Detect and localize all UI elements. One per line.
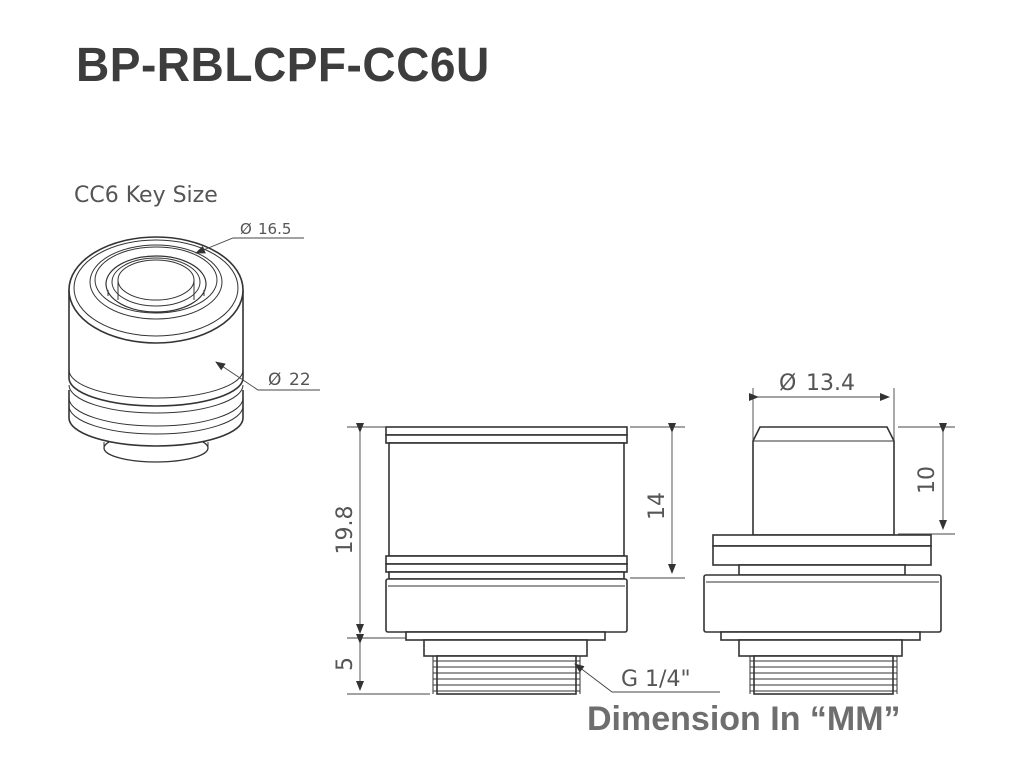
dim-total-height: 19.8: [333, 506, 358, 555]
dim-body-height: 14: [645, 492, 670, 520]
dia-symbol-13-4: Ø: [779, 371, 796, 396]
dia-symbol-22: Ø: [268, 370, 281, 390]
units-note: Dimension In “MM”: [587, 700, 901, 738]
fitting-3d-view: Ø 16.5 Ø 22: [68, 220, 320, 463]
dim-key-inner-dia: 16.5: [258, 220, 291, 238]
fitting-side-view: Ø 13.4 10: [703, 371, 955, 695]
page-title: BP-RBLCPF-CC6U: [76, 39, 490, 92]
fitting-front-view: 19.8 5 14 G 1/4": [333, 423, 720, 695]
key-size-caption: CC6 Key Size: [74, 183, 218, 208]
dim-top-height: 10: [915, 466, 940, 494]
thread-side: [749, 655, 898, 695]
dia-symbol-16-5: Ø: [240, 220, 252, 238]
dim-thread-size: G 1/4": [621, 667, 691, 692]
dim-key-outer-dia: 22: [289, 370, 311, 390]
thread-front: [432, 655, 581, 695]
dim-thread-length: 5: [333, 657, 358, 671]
dim-top-dia: 13.4: [806, 371, 855, 396]
